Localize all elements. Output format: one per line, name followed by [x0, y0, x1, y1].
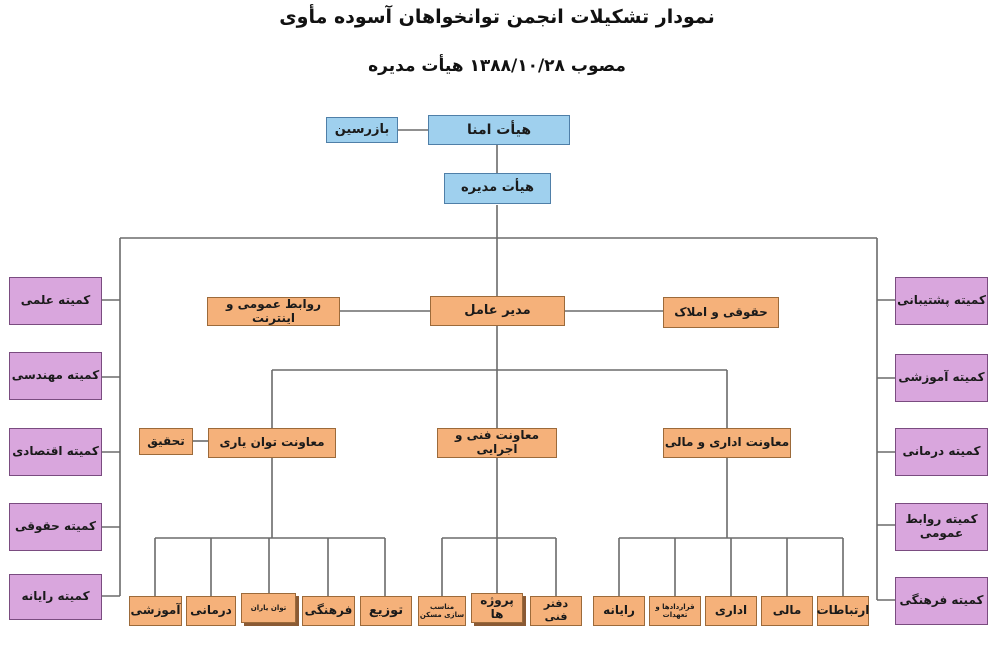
chart-subtitle: مصوب ۱۳۸۸/۱۰/۲۸ هیأت مدیره [368, 56, 626, 76]
research-box: تحقیق [139, 428, 193, 455]
unit-computer: رایانه [593, 596, 645, 626]
committee-cultural: کمیته فرهنگی [895, 577, 988, 625]
committee-economic: کمیته اقتصادی [9, 428, 102, 476]
unit-communications: ارتباطات [817, 596, 869, 626]
public-relations-box: روابط عمومی و اینترنت [207, 297, 340, 326]
unit-technical-office: دفتر فنی [530, 596, 582, 626]
committee-education: کمیته آموزشی [895, 354, 988, 402]
unit-administrative: اداری [705, 596, 757, 626]
deputy-rehab-box: معاونت توان یاری [208, 428, 336, 458]
deputy-admin-finance-box: معاونت اداری و مالی [663, 428, 791, 458]
committee-scientific: کمیته علمی [9, 277, 102, 325]
committee-legal: کمیته حقوقی [9, 503, 102, 551]
unit-cultural: فرهنگی [302, 596, 355, 626]
committee-engineering: کمیته مهندسی [9, 352, 102, 400]
ceo-box: مدیر عامل [430, 296, 565, 326]
inspector-box: بازرسین [326, 117, 398, 143]
deputy-technical-box: معاونت فنی و اجرایی [437, 428, 557, 458]
unit-finance: مالی [761, 596, 813, 626]
chart-title: نمودار تشکیلات انجمن توانخواهان آسوده مأ… [279, 6, 715, 28]
trustees-box: هیأت امنا [428, 115, 570, 145]
committee-support: کمیته پشتیبانی [895, 277, 988, 325]
board-box: هیأت مدیره [444, 173, 551, 204]
unit-projects: پروژه ها [471, 593, 523, 623]
unit-distribution: توزیع [360, 596, 412, 626]
unit-education: آموزشی [129, 596, 182, 626]
unit-housing-adaptation: مناسب سازی مسکن [418, 596, 466, 626]
unit-treatment: درمانی [186, 596, 236, 626]
unit-contracts: قراردادها و تعهدات [649, 596, 701, 626]
committee-treatment: کمیته درمانی [895, 428, 988, 476]
unit-rehab-helpers: توان یاران [241, 593, 296, 623]
legal-property-box: حقوقی و املاک [663, 297, 779, 328]
committee-computer: کمیته رایانه [9, 574, 102, 620]
committee-public-relations: کمیته روابط عمومی [895, 503, 988, 551]
